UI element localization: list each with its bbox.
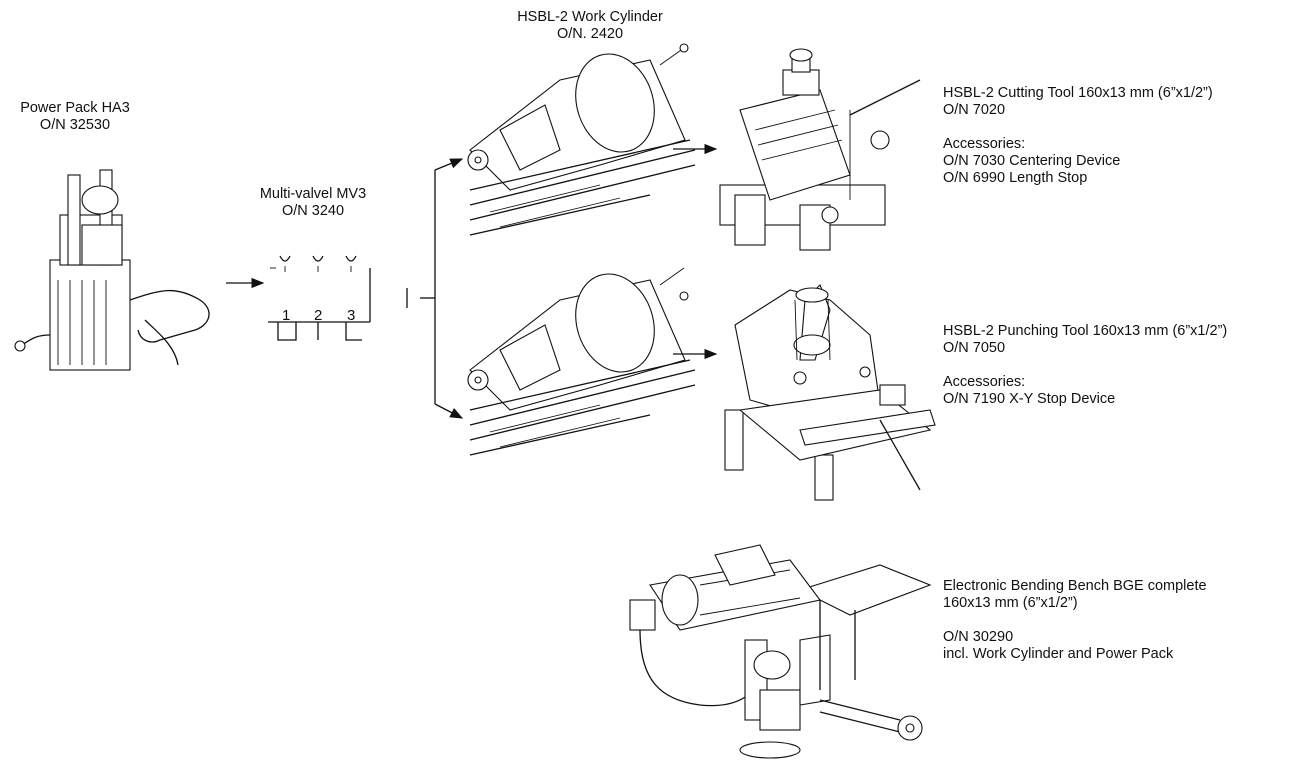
punching-tool-illustration — [724, 284, 936, 501]
bending-bench-note: incl. Work Cylinder and Power Pack — [943, 646, 1174, 662]
work-cylinder-order: O/N. 2420 — [556, 26, 624, 42]
power-pack-name: Power Pack HA3 — [20, 100, 130, 116]
work-cylinder-name: HSBL-2 Work Cylinder — [517, 9, 663, 25]
multi-valve-name: Multi-valvel MV3 — [259, 186, 367, 202]
bending-bench-size: 160x13 mm (6”x1/2”) — [943, 595, 1078, 611]
work-cylinder-illustration-bottom — [467, 267, 696, 456]
punching-tool-label: HSBL-2 Punching Tool 160x13 mm (6”x1/2”)… — [943, 323, 1227, 408]
multi-valve-order: O/N 3240 — [281, 203, 345, 219]
cutting-tool-order: O/N 7020 — [943, 102, 1006, 118]
cutting-tool-illustration — [719, 48, 921, 251]
cutting-tool-label: HSBL-2 Cutting Tool 160x13 mm (6”x1/2”) … — [943, 85, 1213, 187]
valve-port-label-3: 3 — [347, 307, 355, 324]
branch-connector — [406, 158, 464, 419]
multi-valve-label: Multi-valvel MV3 O/N 3240 — [238, 186, 388, 220]
power-pack-illustration — [14, 169, 210, 371]
punching-tool-accessory: O/N 7190 X-Y Stop Device — [943, 391, 1116, 407]
bending-bench-order: O/N 30290 — [943, 629, 1014, 645]
work-cylinder-illustration-top — [467, 43, 696, 236]
work-cylinder-label: HSBL-2 Work Cylinder O/N. 2420 — [490, 9, 690, 43]
power-pack-label: Power Pack HA3 O/N 32530 — [0, 100, 150, 134]
cutting-tool-accessories-heading: Accessories: — [943, 136, 1026, 152]
cutting-tool-accessory: O/N 6990 Length Stop — [943, 170, 1088, 186]
cutting-tool-name: HSBL-2 Cutting Tool 160x13 mm (6”x1/2”) — [943, 85, 1213, 101]
bending-bench-name: Electronic Bending Bench BGE complete — [943, 578, 1207, 594]
punching-tool-name: HSBL-2 Punching Tool 160x13 mm (6”x1/2”) — [943, 323, 1228, 339]
punching-tool-order: O/N 7050 — [943, 340, 1006, 356]
multi-valve-schematic — [268, 255, 371, 341]
valve-port-label-1: 1 — [282, 307, 290, 324]
cutting-tool-accessory: O/N 7030 Centering Device — [943, 153, 1121, 169]
bending-bench-label: Electronic Bending Bench BGE complete 16… — [943, 578, 1207, 663]
bending-bench-illustration — [629, 544, 932, 759]
punching-tool-accessories-heading: Accessories: — [943, 374, 1026, 390]
power-pack-order: O/N 32530 — [39, 117, 111, 133]
valve-port-label-2: 2 — [314, 307, 322, 324]
